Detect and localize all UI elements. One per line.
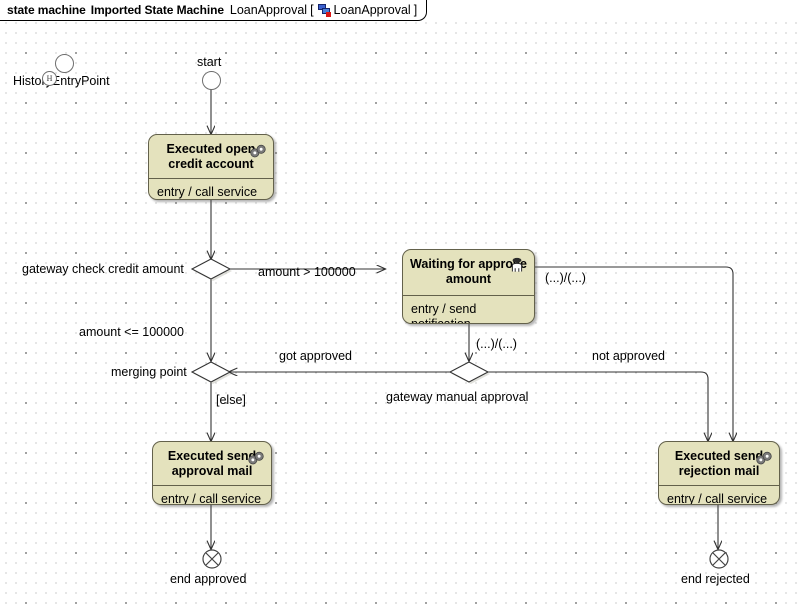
- state-title: Waiting for approve amount: [403, 250, 534, 296]
- state-entry-action: entry / call service: [157, 185, 258, 199]
- state-title-text: Waiting for approve amount: [410, 257, 527, 286]
- terminate-shapes: [202, 549, 729, 569]
- person-icon: [511, 257, 523, 272]
- history-pseudostate-icon[interactable]: H: [42, 71, 57, 86]
- state-title-text: Executed send approval mail: [167, 449, 257, 478]
- diagram-title-bar: state machine Imported State Machine Loa…: [0, 0, 428, 21]
- edge-waiting-to-rejection: [529, 266, 733, 441]
- edge-label-else: [else]: [216, 393, 246, 407]
- gateway-check-credit-amount-label: gateway check credit amount: [22, 262, 184, 276]
- state-executed-send-rejection-mail[interactable]: Executed send rejection mail entry / cal…: [658, 441, 780, 505]
- bracket-open: [: [310, 3, 314, 17]
- gateway-manual-approval-label: gateway manual approval: [386, 390, 529, 404]
- edge-manual-gateway-to-rejection: [487, 371, 708, 441]
- merging-point-label: merging point: [111, 365, 187, 379]
- edge-label-signal-right: (...)/(...): [545, 271, 586, 285]
- edge-layer: [190, 89, 798, 569]
- state-executed-open-credit-account[interactable]: Executed open credit account entry / cal…: [148, 134, 274, 200]
- state-title-text: Executed send rejection mail: [674, 449, 764, 478]
- diagram-context-name: LoanApproval: [229, 3, 308, 17]
- start-label: start: [197, 55, 222, 69]
- end-rejected-label: end rejected: [681, 572, 750, 586]
- bracket-close: ]: [413, 3, 418, 17]
- gears-icon: [756, 451, 772, 465]
- state-entry-action: entry / call service: [161, 492, 262, 505]
- page-title: Imported State Machine: [90, 3, 224, 17]
- state-title: Executed send rejection mail: [659, 442, 779, 486]
- state-waiting-for-approve-amount[interactable]: Waiting for approve amount entry / send …: [402, 249, 535, 324]
- state-entry-action: entry / call service: [667, 492, 768, 505]
- state-executed-send-approval-mail[interactable]: Executed send approval mail entry / call…: [152, 441, 272, 505]
- state-title: Executed open credit account: [149, 135, 273, 179]
- edge-label-amount-le: amount <= 100000: [79, 325, 184, 339]
- history-entry-point-circle[interactable]: [55, 54, 74, 73]
- edge-label-signal-down: (...)/(...): [476, 337, 517, 351]
- diagram-canvas[interactable]: HistoryEntryPoint H start Executed open …: [0, 21, 798, 606]
- state-title-text: Executed open credit account: [166, 142, 256, 171]
- state-machine-icon: [317, 3, 331, 17]
- history-entry-point-label: HistoryEntryPoint: [13, 74, 110, 88]
- decision-shapes: [190, 258, 490, 384]
- state-entry-action: entry / send notification: [411, 302, 477, 324]
- gears-icon: [248, 451, 264, 465]
- end-approved-label: end approved: [170, 572, 247, 586]
- gears-icon: [250, 144, 266, 158]
- edge-label-amount-gt: amount > 100000: [258, 265, 356, 279]
- state-title: Executed send approval mail: [153, 442, 271, 486]
- edge-label-got-approved: got approved: [279, 349, 352, 363]
- diagram-keyword: state machine: [7, 3, 86, 17]
- bracket-context-name: LoanApproval: [333, 3, 411, 17]
- edge-label-not-approved: not approved: [592, 349, 665, 363]
- start-node[interactable]: [202, 71, 221, 90]
